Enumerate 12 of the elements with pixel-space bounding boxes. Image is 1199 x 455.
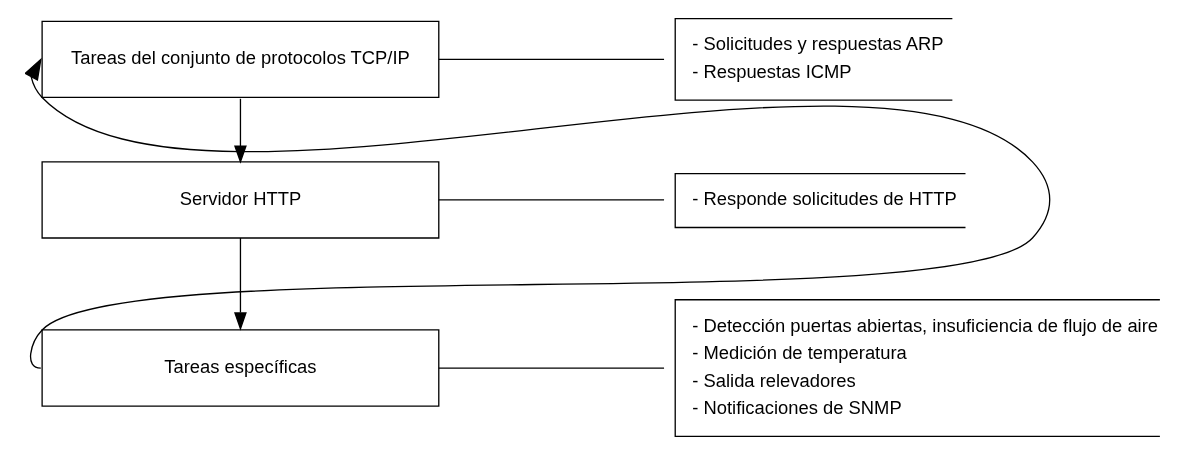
connector — [437, 367, 665, 369]
connector — [437, 58, 665, 61]
node-box: Tareas del conjunto de protocolos TCP/IP — [40, 20, 439, 99]
arrow — [233, 237, 247, 331]
node-box: Servidor HTTP — [40, 161, 439, 239]
arrow — [233, 98, 247, 164]
node-box: Tareas específicas — [40, 329, 439, 407]
node-text: - Responde solicitudes de HTTP — [691, 188, 957, 210]
node-text: - Solicitudes y respuestas ARP - Respuestas ICMP — [691, 33, 944, 83]
connector — [437, 199, 665, 201]
node-text: - Detección puertas abiertas, insuficiencia de flujo de aire - Medición de temperatura - Salida relevadores - Notificaciones de SNMP — [691, 314, 1158, 419]
arrow — [24, 57, 1050, 369]
